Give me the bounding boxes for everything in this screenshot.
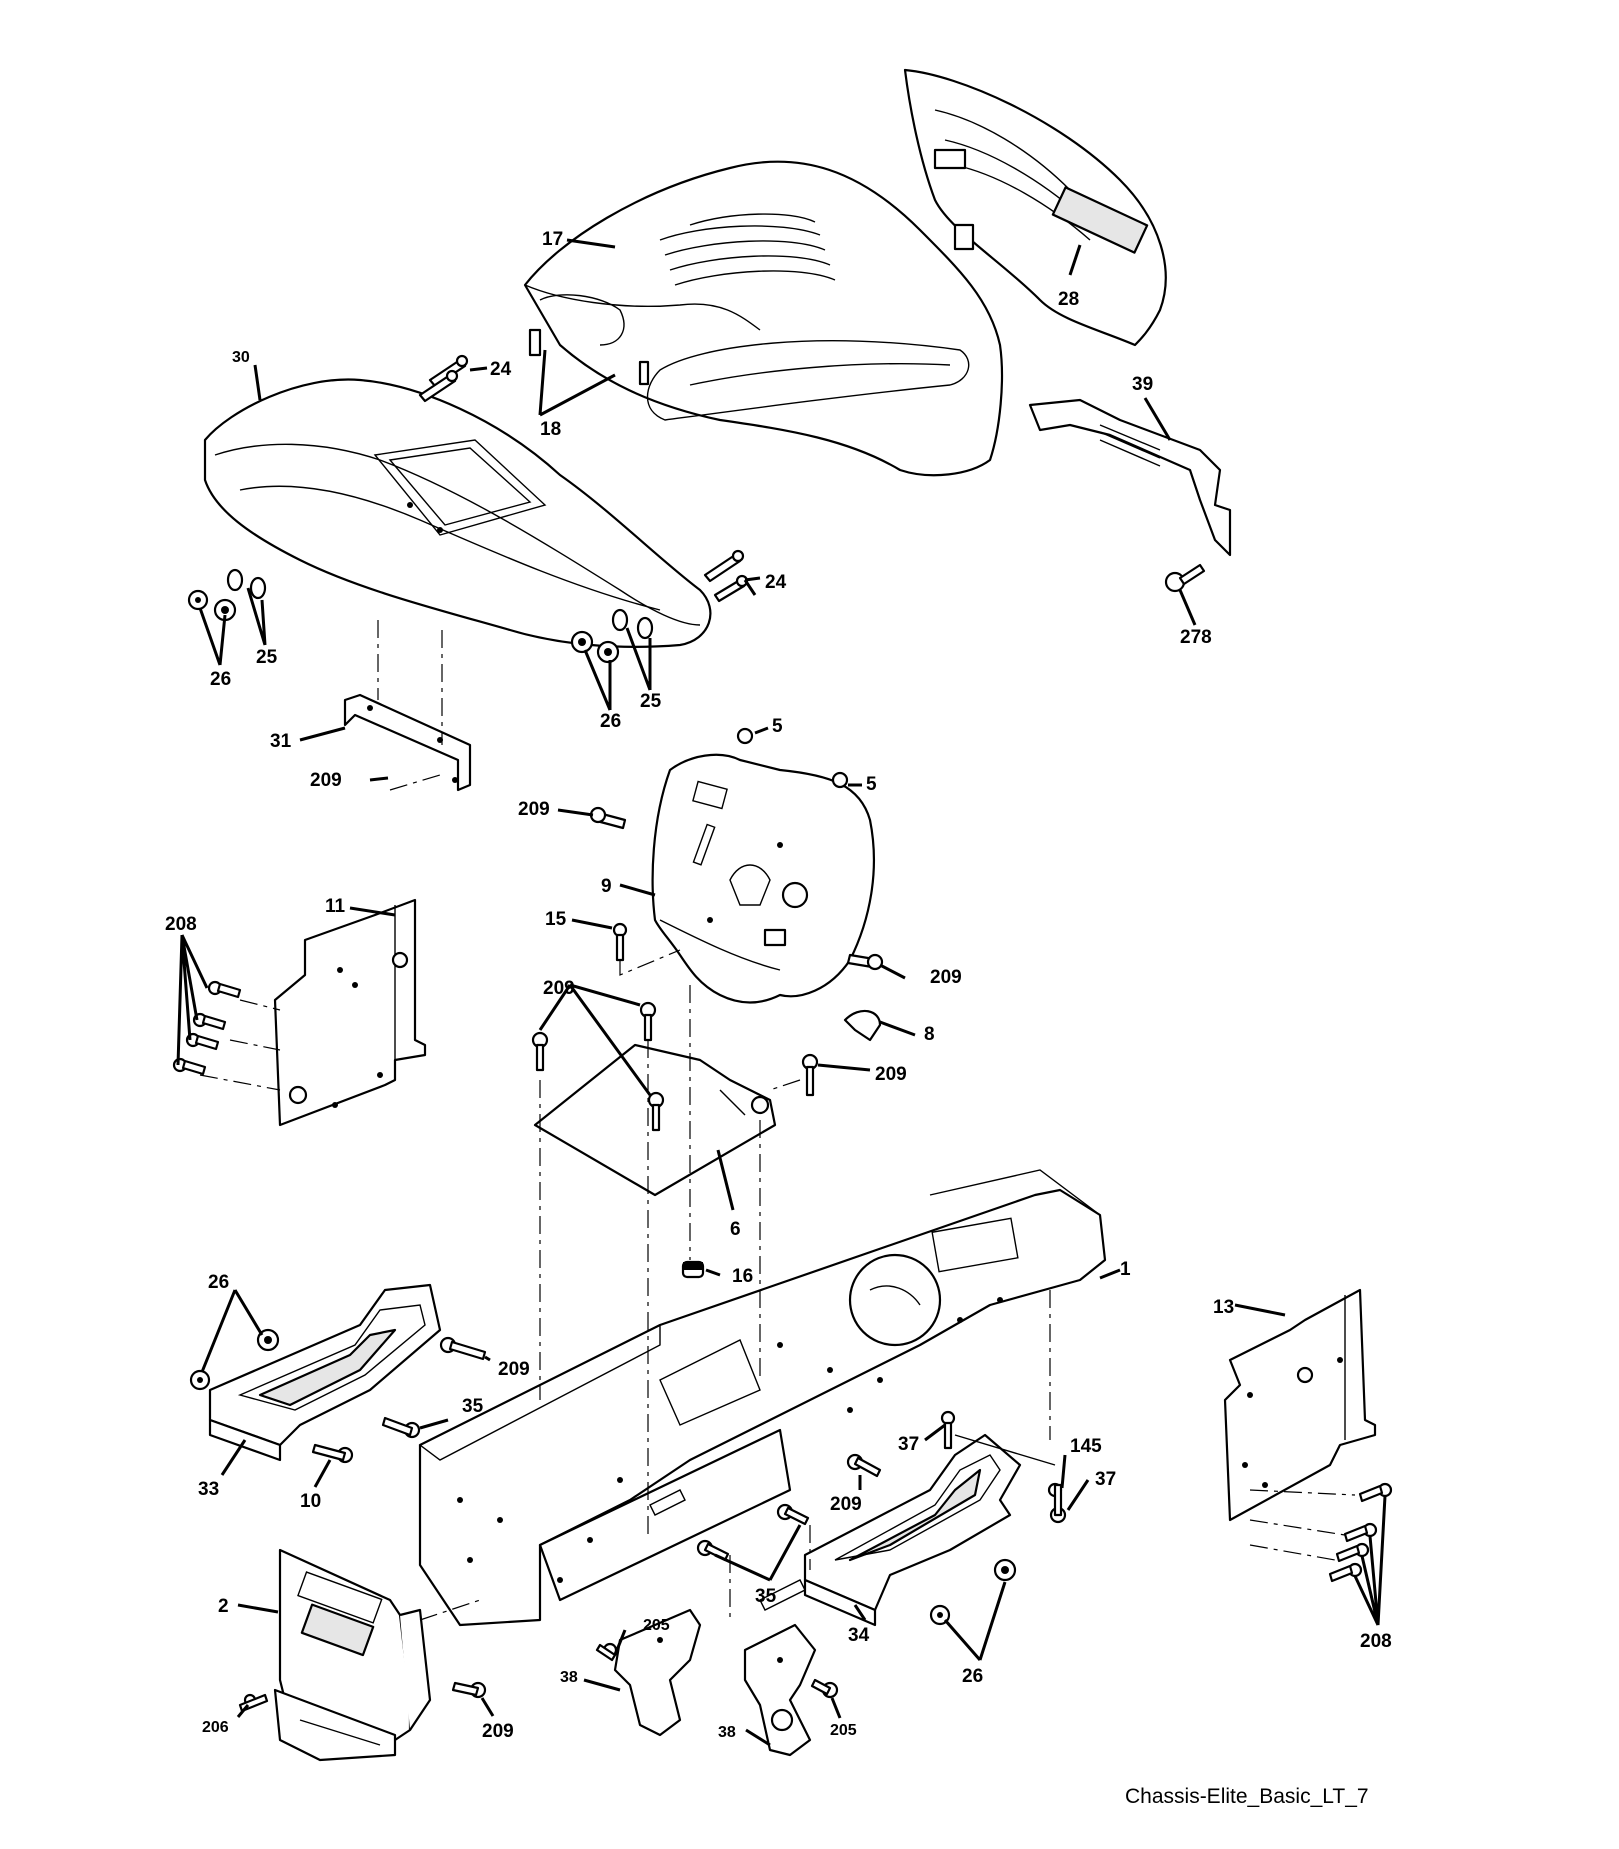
callout-25a: 25: [256, 647, 278, 668]
callout-35a: 35: [462, 1396, 484, 1417]
callout-206: 206: [202, 1719, 229, 1736]
callout-26c: 26: [208, 1272, 229, 1293]
callout-209g: 209: [830, 1494, 862, 1515]
callout-11: 11: [325, 896, 346, 917]
bracket-part-31: [343, 693, 472, 792]
callout-2: 2: [218, 1596, 229, 1617]
bolts-35-right: [696, 1503, 810, 1562]
callout-205a: 205: [643, 1617, 670, 1634]
callout-209e: 209: [875, 1064, 907, 1085]
dash-part-9: [651, 727, 875, 1004]
callout-labels: 17 28 30 24 18 39 24 278 25 26 25 26 31 …: [165, 229, 1392, 1742]
bracket-part-38-right: [743, 1623, 839, 1757]
callout-6: 6: [730, 1219, 741, 1240]
bushing-16: [681, 1260, 705, 1279]
callout-35b: 35: [755, 1586, 777, 1607]
callout-26d: 26: [962, 1666, 983, 1687]
callout-33: 33: [198, 1479, 219, 1500]
callout-18: 18: [540, 419, 561, 440]
side-panel-part-11: [273, 898, 427, 1127]
callout-31: 31: [270, 731, 292, 752]
bolt-209-rear: [451, 1681, 487, 1699]
bolt-209-frame-right: [846, 1453, 882, 1478]
callout-38a: 38: [560, 1669, 578, 1686]
callout-1: 1: [1120, 1259, 1131, 1280]
bolt-24-lower: [703, 549, 749, 603]
callout-8: 8: [924, 1024, 935, 1045]
bolt-209-footrest: [439, 1336, 487, 1361]
leader-lines: [176, 238, 1387, 1747]
screws-209-plate: [531, 1001, 665, 1132]
callout-13: 13: [1213, 1297, 1234, 1318]
bracket-part-39: [1028, 398, 1232, 557]
bolt-10: [311, 1443, 354, 1464]
rear-panel-part-2: [273, 1548, 432, 1762]
nuts-washers-left: [187, 568, 267, 622]
callout-39: 39: [1132, 374, 1153, 395]
bolt-278: [1164, 563, 1206, 593]
bolts-208-right: [1328, 1482, 1393, 1583]
callout-209a: 209: [310, 770, 342, 791]
callout-26a: 26: [210, 669, 231, 690]
bolts-37-145: [940, 1410, 1067, 1524]
callout-205b: 205: [830, 1722, 857, 1739]
nuts-26-footrest-left: [189, 1328, 280, 1391]
callout-5b: 5: [866, 774, 877, 795]
callout-37b: 37: [1095, 1469, 1116, 1490]
callout-209b: 209: [518, 799, 550, 820]
diagram-caption: Chassis-Elite_Basic_LT_7: [1125, 1785, 1369, 1808]
bolt-209-dash-right: [846, 953, 884, 971]
callout-38b: 38: [718, 1724, 736, 1741]
nuts-washers-right: [570, 608, 654, 664]
clip-part-8: [843, 1009, 882, 1042]
hood-part-17: [523, 160, 1004, 477]
callout-208a: 208: [165, 914, 197, 935]
callout-15: 15: [545, 909, 567, 930]
footrest-part-34: [803, 1433, 1056, 1627]
callout-5a: 5: [772, 716, 783, 737]
callout-17: 17: [542, 229, 563, 250]
callout-209h: 209: [482, 1721, 514, 1742]
bolt-24-upper: [418, 354, 469, 403]
side-panel-part-13: [1223, 1288, 1377, 1522]
callout-9: 9: [601, 876, 612, 897]
callout-145: 145: [1070, 1436, 1102, 1457]
callout-34: 34: [848, 1625, 870, 1646]
callout-209d: 209: [930, 967, 962, 988]
bolt-209-dash: [589, 806, 627, 830]
frame-part-1: [418, 1169, 1107, 1627]
callout-28: 28: [1058, 289, 1079, 310]
callout-24a: 24: [490, 359, 512, 380]
assembly-lines: [199, 620, 1356, 1621]
callout-37a: 37: [898, 1434, 919, 1455]
callout-10: 10: [300, 1491, 321, 1512]
bracket-part-38-left: [595, 1608, 702, 1737]
callout-16: 16: [732, 1266, 753, 1287]
callout-209f: 209: [498, 1359, 530, 1380]
fender-part-30: [203, 378, 712, 648]
callout-25b: 25: [640, 691, 662, 712]
screw-209-clip: [801, 1053, 819, 1097]
bolts-208-left: [172, 980, 242, 1076]
callout-24b: 24: [765, 572, 787, 593]
callout-278: 278: [1180, 627, 1212, 648]
callout-26b: 26: [600, 711, 621, 732]
bolt-35-left: [381, 1416, 421, 1439]
callout-208b: 208: [1360, 1631, 1392, 1652]
callout-30: 30: [232, 349, 250, 366]
callout-209c: 209: [543, 978, 575, 999]
grille-part-28: [903, 68, 1167, 347]
screw-15: [612, 922, 628, 962]
nuts-26-footrest-right: [929, 1558, 1017, 1626]
